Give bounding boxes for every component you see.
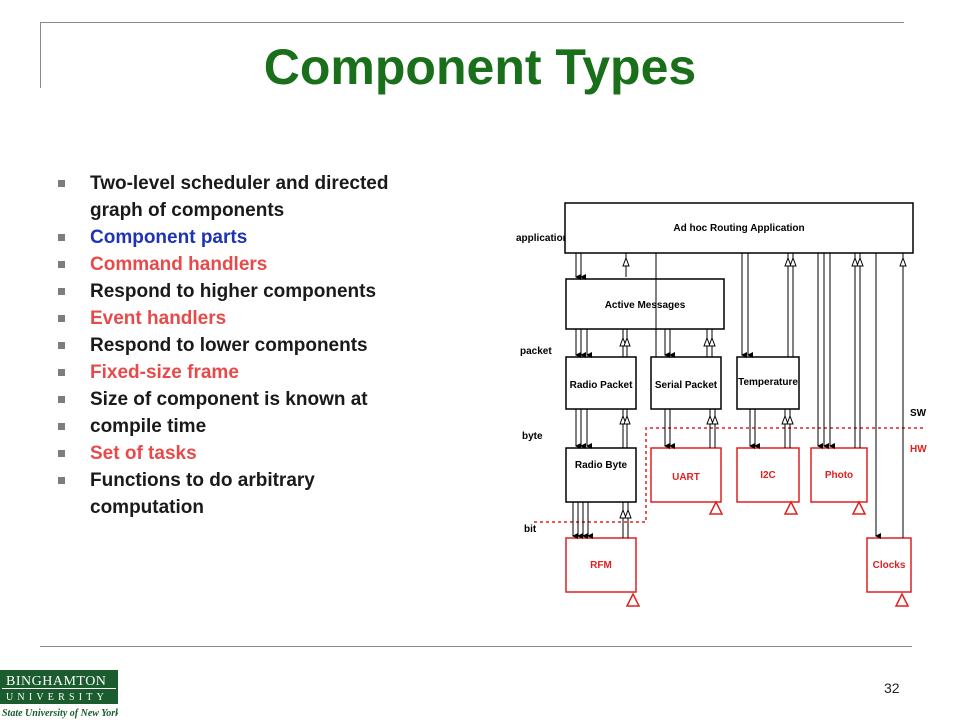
box-rfm [565,537,637,593]
layer-label-bit: bit [524,524,537,535]
footer-rule [40,646,912,647]
box-radio-byte [565,447,637,503]
bullet-item: Fixed-size frame [58,359,478,386]
box-i2c-input-triangle [783,500,799,515]
bullet-marker [58,423,65,430]
box-i2c-label: I2C [760,470,776,481]
bullet-item: Respond to lower components [58,332,478,359]
svg-text:State University of New York: State University of New York [2,708,118,719]
layer-label-application: application [516,233,569,244]
frame-top-rule [40,22,904,23]
university-logo: BINGHAMTON UNIVERSITY State University o… [0,670,118,719]
wires-byte-to-rfm [572,502,629,539]
bullet-item: compile time [58,413,478,440]
box-clocks [866,537,912,593]
box-temperature-label: Temperature [738,377,798,388]
bullet-marker [58,396,65,403]
bullet-marker [58,369,65,376]
svg-text:UNIVERSITY: UNIVERSITY [6,692,108,703]
bullet-list: Two-level scheduler and directed graph o… [58,170,478,521]
box-i2c [736,447,800,503]
bullet-text: Respond to higher components [90,281,377,302]
box-serial-packet-label: Serial Packet [655,380,718,391]
bullet-item: Command handlers [58,251,478,278]
bullet-text: Event handlers [90,308,227,329]
bullet-marker [58,288,65,295]
wires-am-to-packet [575,329,713,358]
event-markers [619,256,907,519]
bullet-marker [58,342,65,349]
bullet-item: Set of tasks [58,440,478,467]
bullet-marker [58,315,65,322]
box-radio-byte-label: Radio Byte [575,460,628,471]
box-clocks-input-triangle [894,592,910,607]
bullet-marker [58,180,65,187]
bullet-text: Two-level scheduler and directed graph o… [90,173,389,221]
bullet-marker [58,261,65,268]
box-photo-input-triangle [851,500,867,515]
bullet-item: Event handlers [58,305,478,332]
layer-label-byte: byte [522,431,543,442]
bullet-text: Functions to do arbitrary computation [90,470,315,518]
box-routing-app-label: Ad hoc Routing Application [673,223,804,234]
box-photo [810,447,868,503]
slide-title: Component Types [263,39,697,95]
bullet-text: Set of tasks [90,443,197,464]
bullet-text: Command handlers [90,254,268,275]
box-routing-app [564,202,914,254]
box-temperature [736,356,800,410]
box-clocks-label: Clocks [873,560,906,571]
bullet-text: Component parts [90,227,248,248]
frame-left-rule [40,22,41,88]
box-rfm-label: RFM [590,560,612,571]
layer-label-packet: packet [520,346,552,357]
box-active-messages-label: Active Messages [605,300,686,311]
bullet-text: compile time [90,416,207,437]
box-serial-packet [650,356,722,410]
bullet-marker [58,477,65,484]
box-radio-packet [565,356,637,410]
bullet-marker [58,234,65,241]
bullet-item: Functions to do arbitrary computation [58,467,478,521]
box-radio-packet-label: Radio Packet [570,380,633,391]
label-sw: SW [910,408,927,419]
bullet-marker [58,450,65,457]
label-hw: HW [910,444,927,455]
bullet-text: Fixed-size frame [90,362,239,383]
bullet-text: Size of component is known at [90,389,368,410]
bullet-item: Respond to higher components [58,278,478,305]
box-uart [650,447,722,503]
bullet-item: Component parts [58,224,478,251]
box-uart-input-triangle [708,500,724,515]
bullet-item: Size of component is known at [58,386,478,413]
bullet-item: Two-level scheduler and directed graph o… [58,170,478,224]
box-rfm-input-triangle [625,592,641,607]
page-number: 32 [884,680,900,696]
box-photo-label: Photo [825,470,853,481]
svg-text:BINGHAMTON: BINGHAMTON [6,674,106,689]
component-diagram: application packet byte bit Ad hoc Routi… [516,202,927,607]
bullet-text: Respond to lower components [90,335,368,356]
box-uart-label: UART [672,472,700,483]
box-active-messages [565,278,725,330]
